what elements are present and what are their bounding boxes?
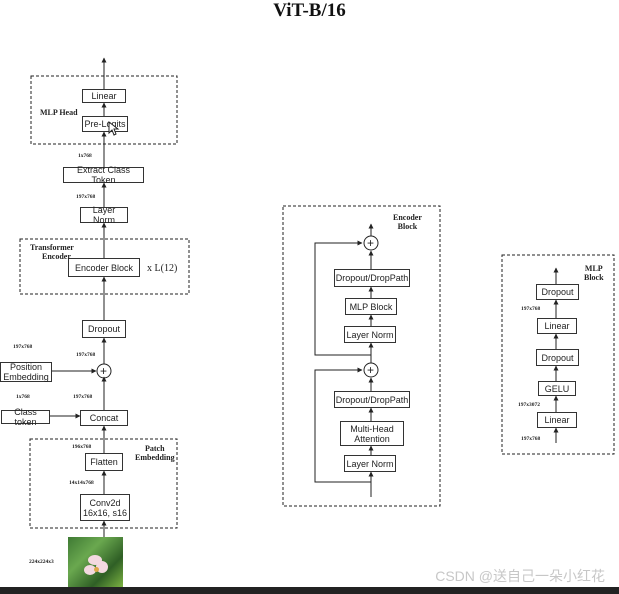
enc-layer-norm-bottom-block: Layer Norm: [344, 455, 396, 472]
mlp-block-frame: [501, 254, 615, 455]
shape-label: 224x224x3: [29, 559, 54, 565]
layer-norm-block: Layer Norm: [80, 205, 128, 225]
position-embedding-block: Position Embedding: [0, 362, 52, 382]
repeat-label: x L(12): [147, 263, 178, 274]
encoder-block-label: Encoder Block: [393, 213, 422, 231]
enc-mlp-block: MLP Block: [345, 298, 397, 315]
shape-label: 1x768: [78, 153, 92, 159]
mouse-cursor-icon: [108, 121, 120, 136]
patch-embedding-frame: [29, 438, 178, 529]
mlp-linear-bottom-block: Linear: [537, 412, 577, 428]
class-token-block: Class token: [1, 407, 50, 427]
mlp-dropout-mid-block: Dropout: [536, 349, 579, 366]
transformer-encoder-label: Transformer Encoder: [30, 243, 74, 261]
concat-block: Concat: [80, 410, 128, 426]
shape-label: 197x3072: [518, 402, 540, 408]
enc-layer-norm-top-block: Layer Norm: [344, 326, 396, 343]
transformer-encoder-frame: [19, 238, 190, 295]
conv2d-params: 16x16, s16: [82, 507, 128, 518]
diagram-title: ViT-B/16: [273, 0, 346, 21]
mlp-dropout-top-block: Dropout: [536, 284, 579, 300]
shape-label: 197x768: [521, 436, 541, 442]
enc-dropout-top-block: Dropout/DropPath: [334, 269, 410, 287]
add-circle-encoder-bottom: [363, 362, 379, 378]
input-image-flower: [68, 537, 123, 587]
extract-class-token-block: Extract Class Token: [63, 165, 144, 185]
conv2d-label: Conv2d: [89, 497, 121, 508]
shape-label: 197x768: [76, 352, 96, 358]
mlp-gelu-block: GELU: [538, 381, 576, 396]
mlp-head-label: MLP Head: [40, 108, 78, 117]
add-circle-encoder-top: [363, 235, 379, 251]
shape-label: 197x768: [76, 194, 96, 200]
encoder-block: Encoder Block: [68, 258, 140, 277]
conv2d-block: Conv2d 16x16, s16: [80, 494, 130, 521]
mlp-linear-top-block: Linear: [537, 318, 577, 334]
shape-label: 14x14x768: [69, 480, 94, 486]
shape-label: 197x768: [73, 394, 93, 400]
shape-label: 1x768: [16, 394, 30, 400]
plus-symbol-encoder-top: +: [367, 236, 375, 250]
plus-symbol-encoder-bottom: +: [367, 363, 375, 377]
shape-label: 196x768: [72, 444, 92, 450]
pre-logits-block: Pre-Logits: [82, 116, 128, 132]
shape-label: 197x768: [13, 344, 33, 350]
enc-multi-head-attention-block: Multi-Head Attention: [340, 421, 404, 446]
bottom-bar: [0, 587, 619, 594]
patch-embedding-label: Patch Embedding: [135, 444, 175, 462]
linear-block: Linear: [82, 89, 126, 103]
plus-symbol-main: +: [100, 364, 108, 378]
enc-dropout-bottom-block: Dropout/DropPath: [334, 391, 410, 408]
flatten-block: Flatten: [85, 453, 123, 471]
encoder-block-frame: [282, 205, 441, 507]
mlp-block-label: MLP Block: [584, 264, 604, 282]
dropout-block: Dropout: [82, 320, 126, 338]
shape-label: 197x768: [521, 306, 541, 312]
watermark: CSDN @送自己一朵小红花: [435, 568, 605, 584]
add-circle-main: [96, 363, 112, 379]
